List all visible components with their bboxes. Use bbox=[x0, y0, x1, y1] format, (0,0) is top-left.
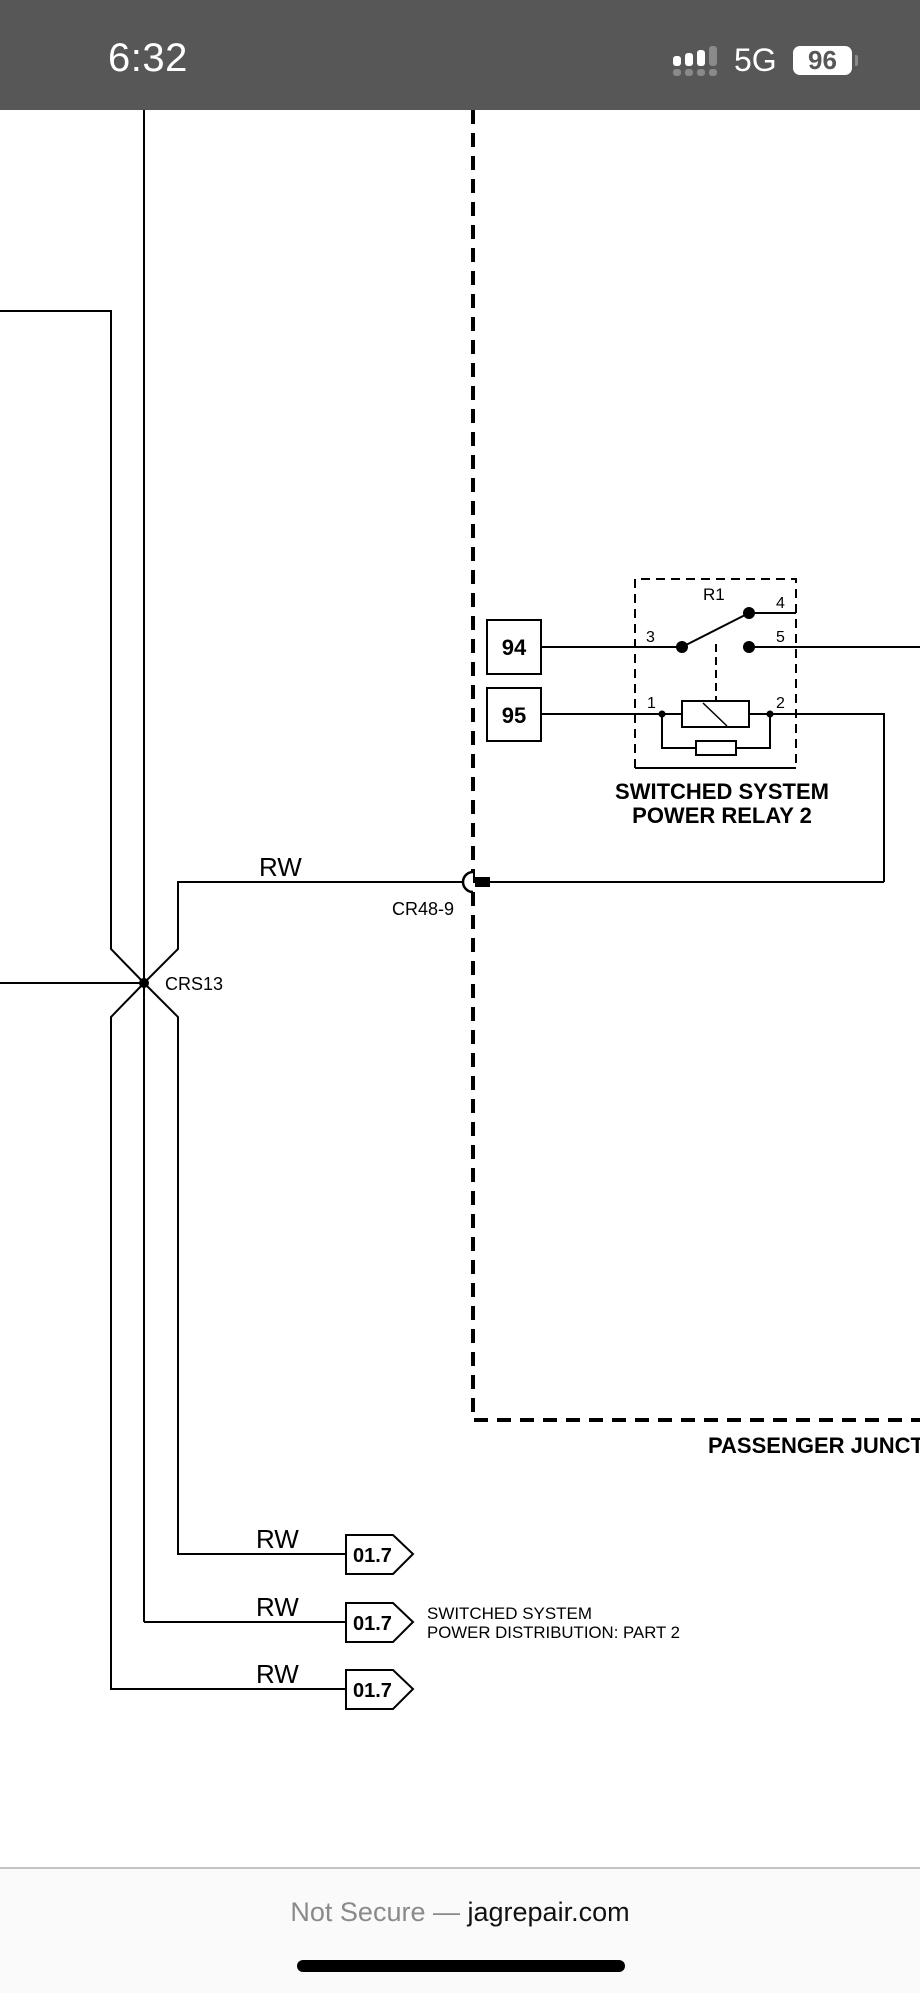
relay-title-line2: POWER RELAY 2 bbox=[632, 803, 812, 828]
home-indicator[interactable] bbox=[297, 1960, 625, 1972]
relay-title-line1: SWITCHED SYSTEM bbox=[615, 779, 829, 804]
connector-label: CR48-9 bbox=[392, 899, 454, 919]
splice-label: CRS13 bbox=[165, 974, 223, 994]
relay-pin-1: 1 bbox=[647, 695, 656, 712]
terminal-95[interactable]: 95 bbox=[486, 687, 542, 742]
wire-label: RW bbox=[256, 1524, 299, 1554]
battery-level: 96 bbox=[808, 45, 837, 75]
signal-icon bbox=[673, 46, 717, 76]
wire-branch-left bbox=[110, 982, 346, 1690]
url-host: jagrepair.com bbox=[467, 1897, 630, 1927]
battery-tip bbox=[855, 55, 858, 66]
wiring-diagram[interactable]: PASSENGER JUNCT CRS13 RW CR48-9 94 95 bbox=[0, 110, 920, 1868]
page-ref-connector[interactable]: 01.7 bbox=[345, 1669, 415, 1710]
relay-pin-5: 5 bbox=[776, 629, 785, 646]
status-bar: 6:32 5G 96 bbox=[0, 0, 920, 110]
wire-pin2 bbox=[770, 713, 885, 882]
terminal-94[interactable]: 94 bbox=[486, 619, 542, 675]
wire-label: RW bbox=[256, 1592, 299, 1622]
splice-point bbox=[139, 978, 149, 988]
address-bar[interactable]: Not Secure — jagrepair.com bbox=[0, 1897, 920, 1928]
battery-icon: 96 bbox=[793, 46, 852, 75]
page-ref-connector[interactable]: 01.7 bbox=[345, 1602, 415, 1643]
relay-pin-4: 4 bbox=[776, 595, 785, 612]
page-ref-description-line1: SWITCHED SYSTEM bbox=[427, 1604, 592, 1623]
junction-box-outline bbox=[471, 110, 920, 1422]
network-type: 5G bbox=[734, 42, 777, 78]
wire-label: RW bbox=[256, 1659, 299, 1689]
clock: 6:32 bbox=[108, 36, 188, 80]
page-ref-description-line2: POWER DISTRIBUTION: PART 2 bbox=[427, 1623, 680, 1642]
security-status: Not Secure — bbox=[290, 1897, 460, 1927]
page-ref-label: 01.7 bbox=[353, 1613, 392, 1635]
relay-r1[interactable] bbox=[634, 578, 920, 769]
browser-bottom-bar[interactable]: Not Secure — jagrepair.com bbox=[0, 1867, 920, 1993]
relay-pin-3: 3 bbox=[646, 629, 655, 646]
wire-left-top bbox=[0, 310, 145, 984]
relay-pin-2: 2 bbox=[776, 695, 785, 712]
relay-ref: R1 bbox=[703, 585, 725, 604]
wire-branch-right bbox=[143, 982, 346, 1555]
terminal-94-label: 94 bbox=[502, 635, 527, 660]
page-ref-label: 01.7 bbox=[353, 1545, 392, 1567]
page-ref-connector[interactable]: 01.7 bbox=[345, 1534, 415, 1575]
junction-box-label: PASSENGER JUNCT bbox=[708, 1433, 920, 1458]
page-ref-label: 01.7 bbox=[353, 1680, 392, 1702]
terminal-95-label: 95 bbox=[502, 703, 526, 728]
wire-rw-to-connector bbox=[143, 881, 463, 984]
connector-cr48-9[interactable] bbox=[461, 870, 884, 894]
wire-label: RW bbox=[259, 852, 302, 882]
